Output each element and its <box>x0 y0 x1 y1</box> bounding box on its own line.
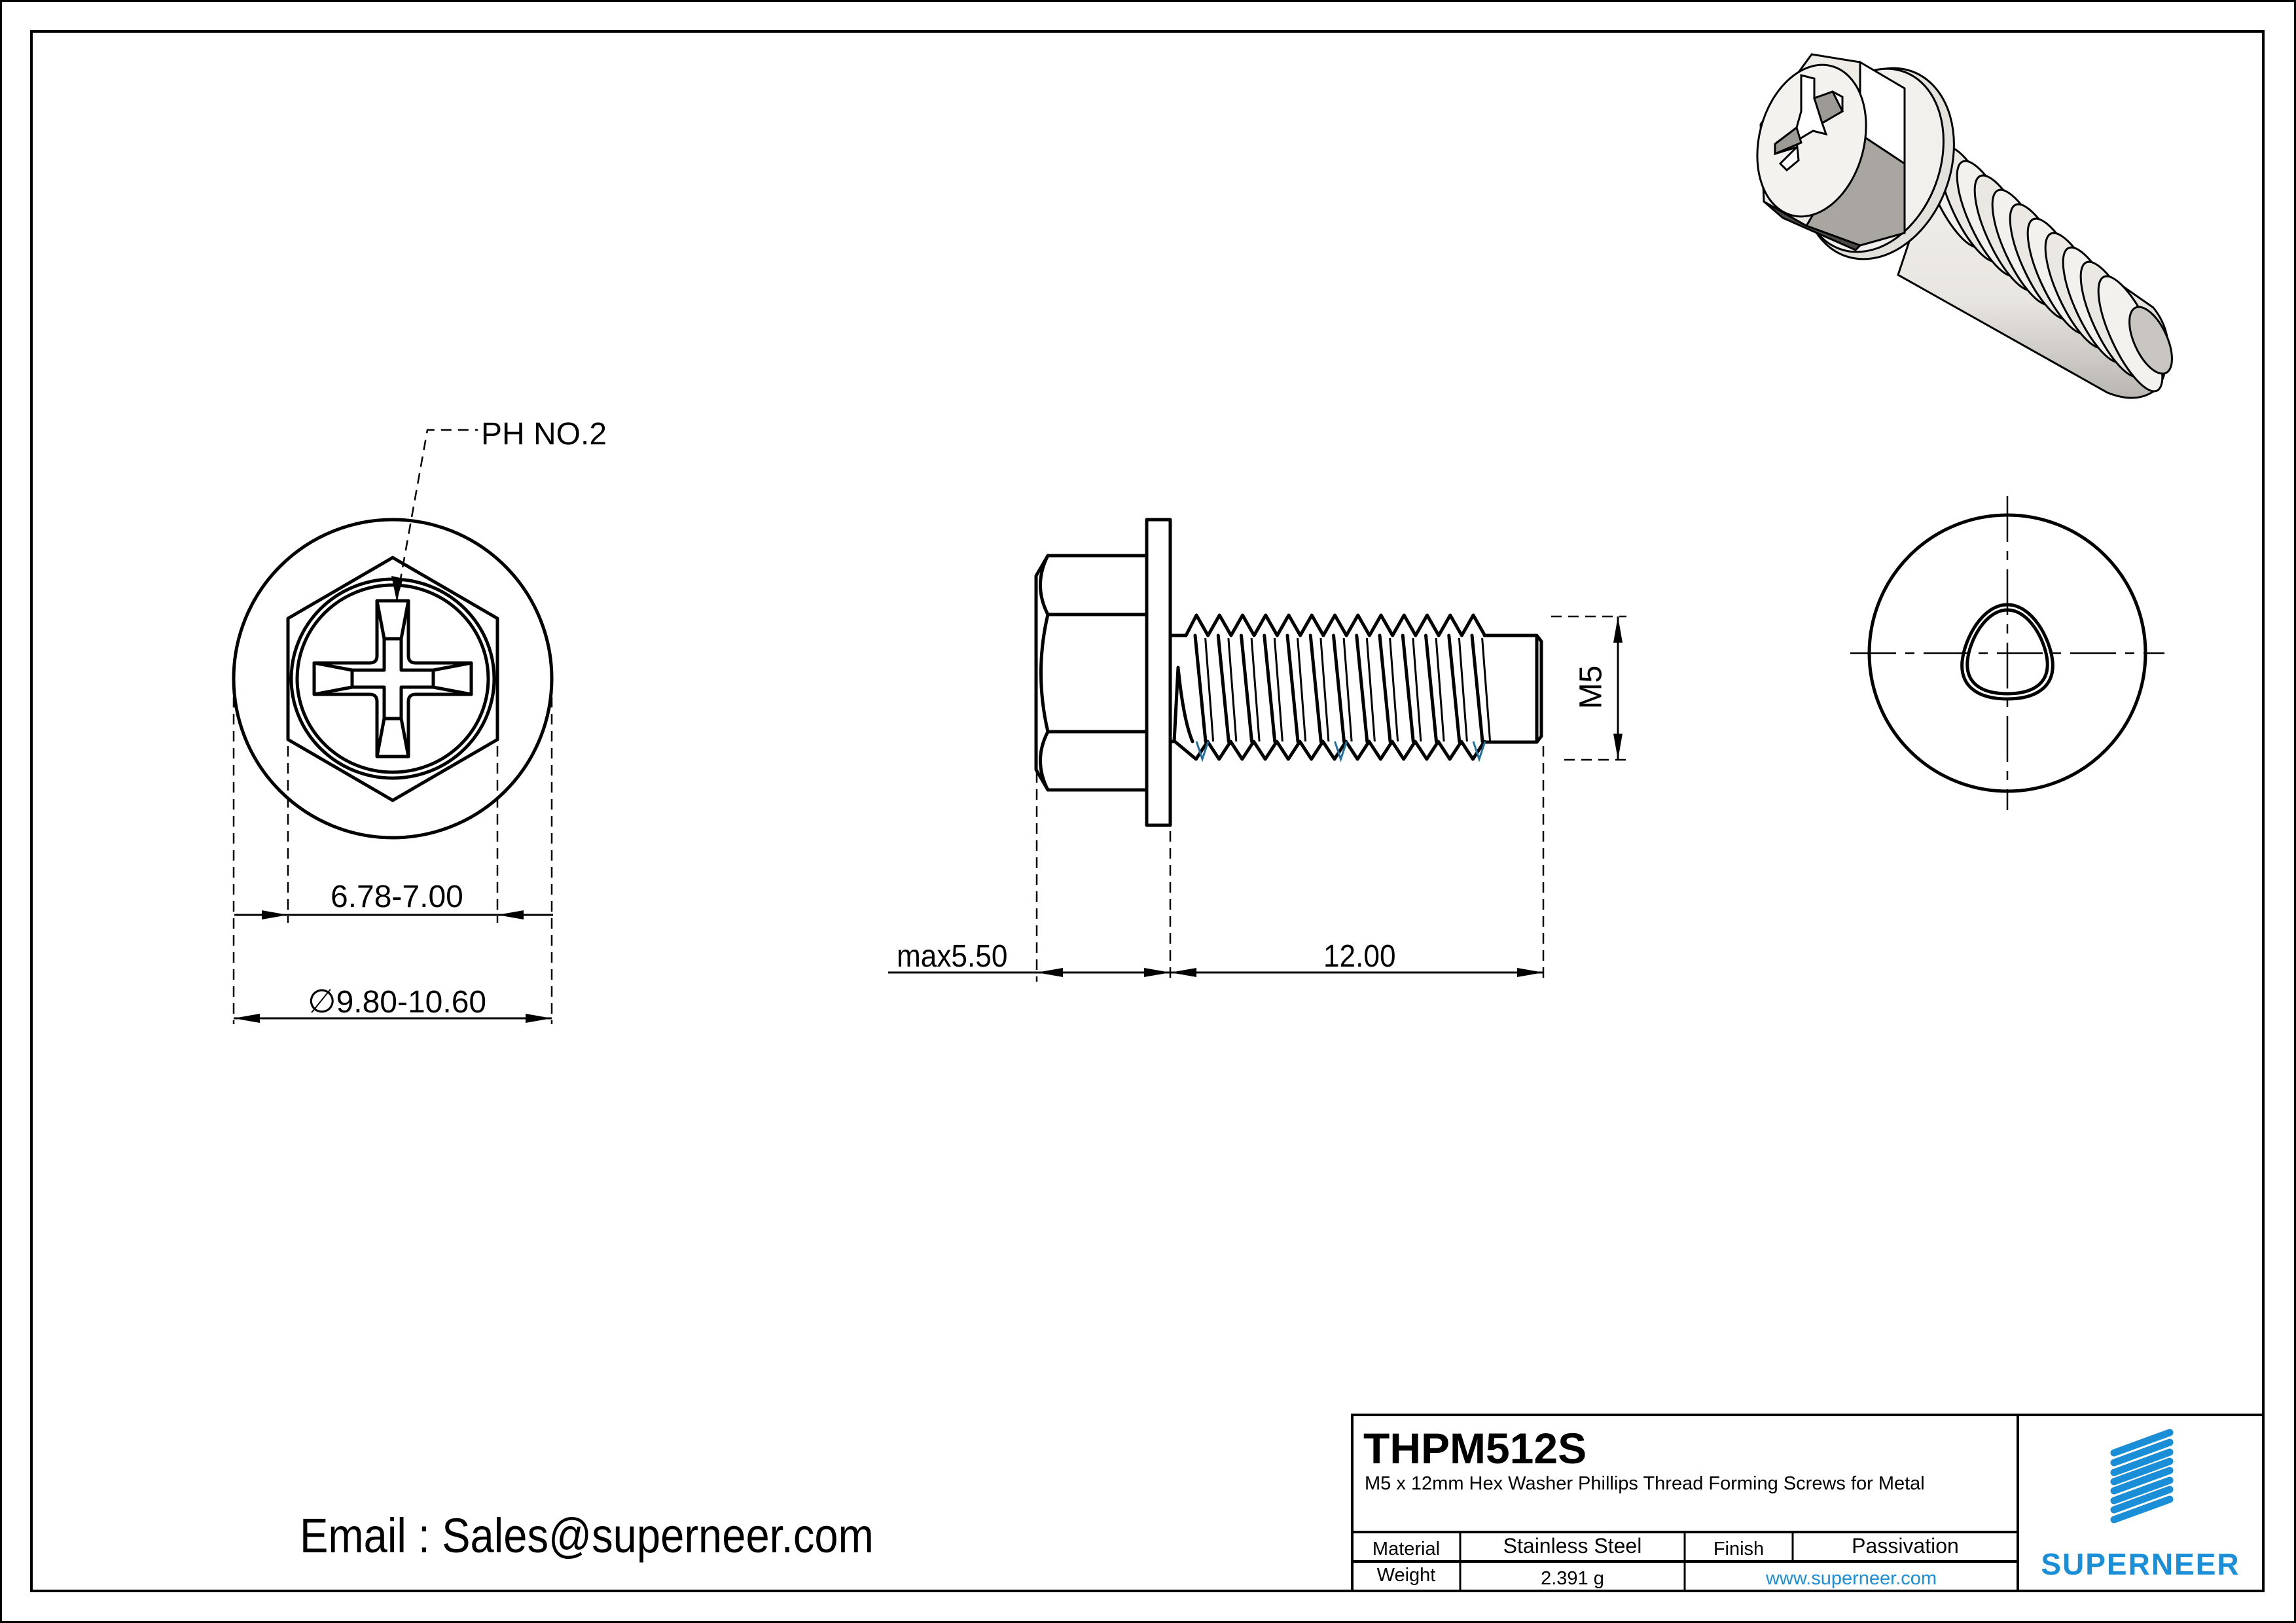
length-dimension: 12.00 <box>1323 939 1396 974</box>
phillips-recess-icon <box>312 599 473 758</box>
part-description: M5 x 12mm Hex Washer Phillips Thread For… <box>1365 1473 1925 1494</box>
isometric-render <box>1756 53 2173 399</box>
washer-diameter-dimension: ∅9.80-10.60 <box>308 985 486 1018</box>
thread-size-dimension: M5 <box>1573 665 1609 709</box>
material-value: Stainless Steel <box>1503 1534 1642 1558</box>
washer-diameter-value: 9.80-10.60 <box>336 985 487 1020</box>
website-link[interactable]: www.superneer.com <box>1765 1568 1937 1589</box>
finish-label: Finish <box>1713 1539 1765 1560</box>
hex-across-flats-dimension: 6.78-7.00 <box>331 880 463 914</box>
head-end-view <box>232 429 554 1024</box>
weight-label: Weight <box>1376 1565 1436 1586</box>
part-number: THPM512S <box>1363 1424 1587 1472</box>
email-contact: Email : Sales@superneer.com <box>300 1508 874 1563</box>
side-view <box>888 518 1626 982</box>
striped-parallelogram-logo-icon <box>2110 1429 2174 1524</box>
diameter-symbol-icon: ∅ <box>308 983 336 1020</box>
inner-border <box>30 30 2265 1592</box>
tip-end-view <box>1850 496 2164 810</box>
brand-name: SUPERNEER <box>2041 1547 2240 1581</box>
weight-value: 2.391 g <box>1541 1568 1604 1589</box>
head-height-dimension: max5.50 <box>897 939 1008 974</box>
drive-callout: PH NO.2 <box>481 417 607 452</box>
material-label: Material <box>1372 1539 1441 1560</box>
finish-value: Passivation <box>1852 1534 1959 1558</box>
title-block-frame <box>1351 1414 2265 1592</box>
